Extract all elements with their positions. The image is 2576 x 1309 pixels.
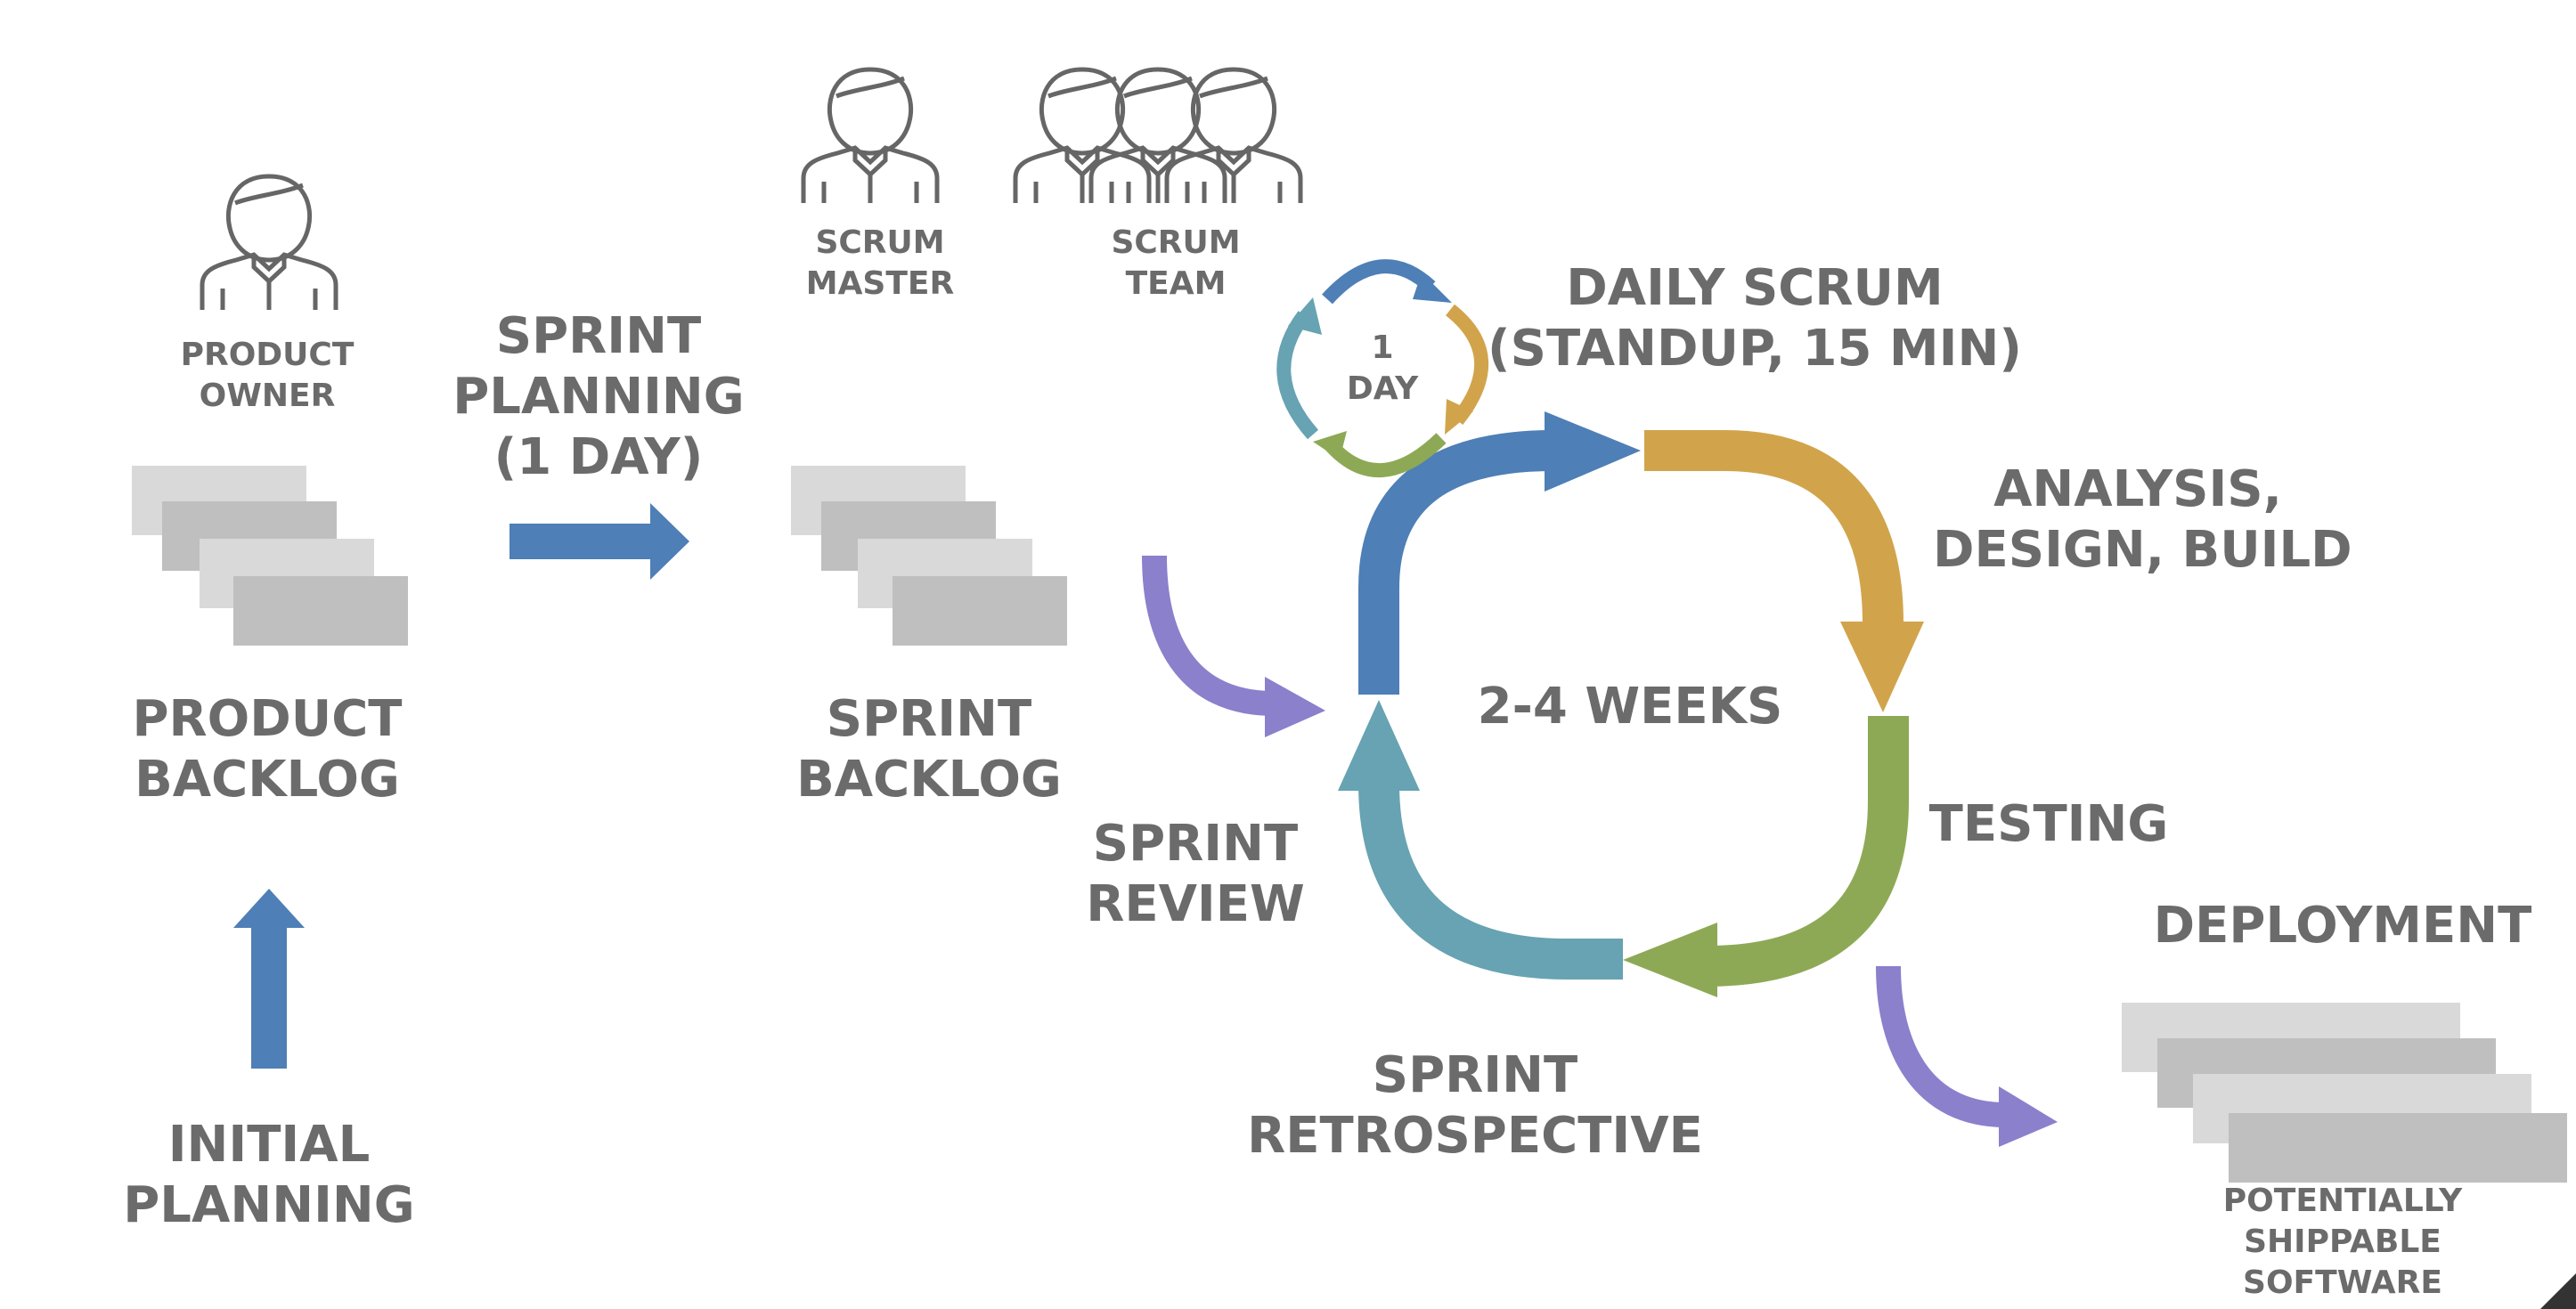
scrum-team-label: SCRUM TEAM	[1069, 223, 1283, 305]
daily-cycle-label: 1 DAY	[1293, 328, 1471, 410]
testing-label: TESTING	[1928, 795, 2169, 853]
analysis-label-line-2: DESIGN, BUILD	[1933, 521, 2352, 579]
scrum-master-label-line-1: SCRUM	[815, 224, 945, 261]
shippable-software-label: POTENTIALLY SHIPPABLE SOFTWARE	[2164, 1181, 2521, 1304]
shippable-label-line-1: POTENTIALLY	[2222, 1183, 2463, 1219]
daily-cycle-label-line-2: DAY	[1346, 370, 1419, 407]
product-backlog-label: PRODUCT BACKLOG	[89, 689, 445, 810]
shippable-software-cards-icon	[2122, 1003, 2567, 1183]
sprint-backlog-label-line-1: SPRINT	[826, 690, 1032, 748]
sprint-backlog-label-line-2: BACKLOG	[796, 751, 1062, 809]
initial-planning-label-line-1: INITIAL	[167, 1116, 371, 1174]
product-owner-icon	[202, 176, 336, 310]
corner-decoration	[2540, 1273, 2576, 1309]
daily-cycle-label-line-1: 1	[1371, 329, 1394, 366]
sprint-start-arrow	[1142, 555, 1275, 716]
scrum-team-label-line-2: TEAM	[1125, 265, 1227, 302]
deployment-arrow	[1876, 965, 2007, 1127]
sprint-backlog-cards-icon	[791, 466, 1067, 646]
initial-planning-label: INITIAL PLANNING	[91, 1115, 447, 1236]
daily-scrum-label-line-1: DAILY SCRUM	[1566, 259, 1944, 317]
product-owner-label-line-1: PRODUCT	[180, 337, 355, 373]
sprint-backlog-label: SPRINT BACKLOG	[751, 689, 1107, 810]
daily-cycle	[1276, 259, 1489, 478]
sprint-cycle	[1338, 411, 1924, 997]
analysis-design-build-label: ANALYSIS, DESIGN, BUILD	[1933, 459, 2352, 581]
analysis-label-line-1: ANALYSIS,	[1993, 460, 2282, 518]
scrum-master-label-line-2: MASTER	[805, 265, 955, 302]
scrum-team-icon	[1015, 69, 1300, 203]
sprint-retrospective-label-line-1: SPRINT	[1372, 1046, 1578, 1104]
daily-scrum-label: DAILY SCRUM (STANDUP, 15 MIN)	[1470, 258, 2040, 379]
scrum-master-icon	[803, 69, 937, 203]
deployment-label: DEPLOYMENT	[2153, 897, 2532, 955]
sprint-planning-arrow	[509, 503, 689, 580]
sprint-review-label-line-1: SPRINT	[1092, 815, 1299, 873]
sprint-length-label: 2-4 WEEKS	[1477, 678, 1783, 736]
shippable-label-line-2: SHIPPABLE	[2244, 1224, 2441, 1260]
product-backlog-label-line-2: BACKLOG	[135, 751, 400, 809]
sprint-planning-label-line-1: SPRINT	[495, 307, 702, 365]
scrum-master-label: SCRUM MASTER	[773, 223, 987, 305]
daily-scrum-label-line-2: (STANDUP, 15 MIN)	[1488, 320, 2022, 378]
product-owner-label: PRODUCT OWNER	[160, 335, 374, 417]
scrum-team-label-line-1: SCRUM	[1111, 224, 1241, 261]
sprint-planning-label-line-3: (1 DAY)	[493, 428, 704, 486]
product-backlog-cards-icon	[132, 466, 408, 646]
initial-planning-label-line-2: PLANNING	[123, 1176, 415, 1234]
product-owner-label-line-2: OWNER	[199, 378, 336, 414]
shippable-label-line-3: SOFTWARE	[2243, 1264, 2442, 1301]
product-backlog-label-line-1: PRODUCT	[132, 690, 403, 748]
sprint-review-label: SPRINT REVIEW	[1035, 814, 1356, 935]
initial-planning-arrow	[233, 889, 305, 1069]
sprint-planning-label: SPRINT PLANNING (1 DAY)	[420, 306, 777, 488]
sprint-retrospective-label: SPRINT RETROSPECTIVE	[1235, 1045, 1716, 1167]
sprint-planning-label-line-2: PLANNING	[452, 368, 745, 426]
sprint-review-label-line-2: REVIEW	[1086, 875, 1305, 933]
sprint-retrospective-label-line-2: RETROSPECTIVE	[1247, 1107, 1703, 1165]
